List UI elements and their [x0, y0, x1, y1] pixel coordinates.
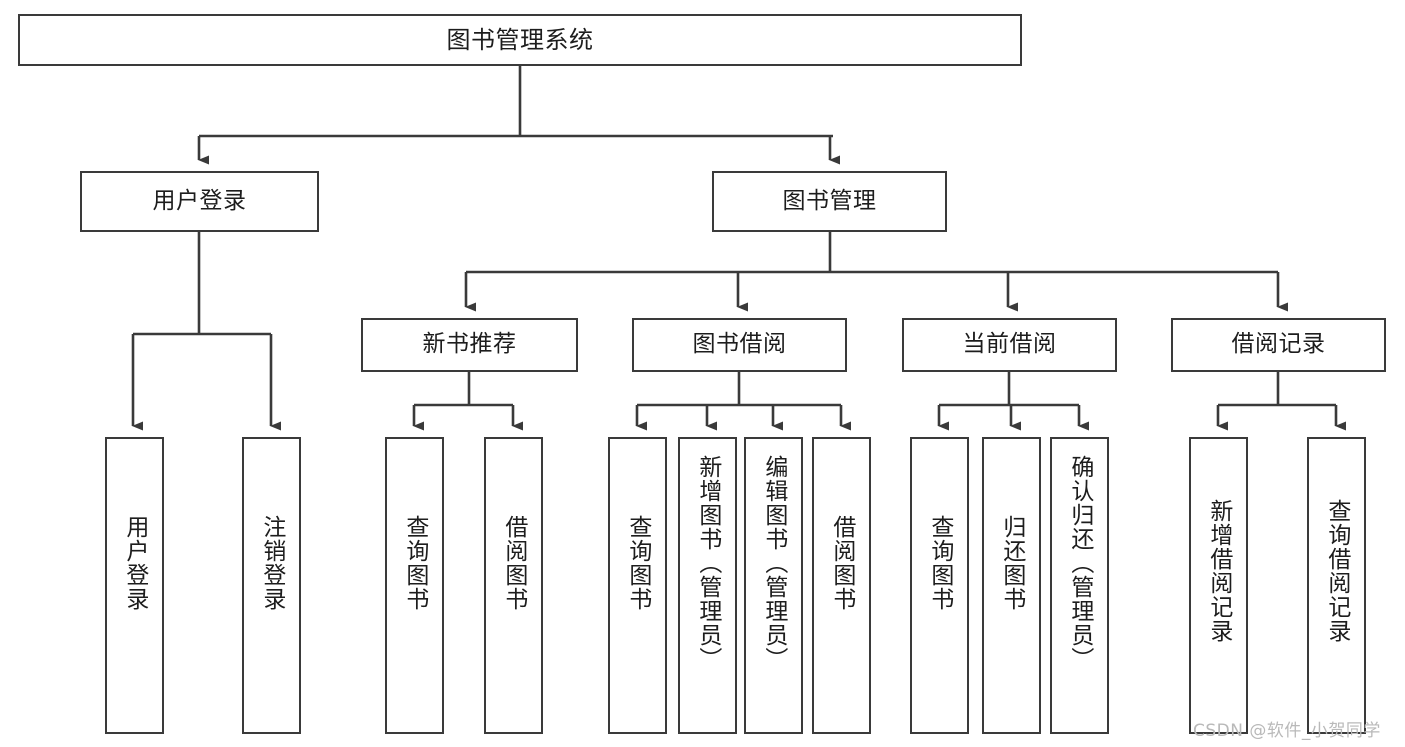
node-book-borrow[interactable]: 图书借阅	[632, 318, 847, 372]
node-current-borrow[interactable]: 当前借阅	[902, 318, 1117, 372]
node-new-book-recommend[interactable]: 新书推荐	[361, 318, 578, 372]
leaf-borrow-book[interactable]: 借阅图书	[812, 437, 871, 734]
node-user-login-label: 用户登录	[152, 187, 247, 214]
node-book-management-label: 图书管理	[782, 187, 877, 214]
node-root-label: 图书管理系统	[446, 25, 594, 54]
leaf-add-book-admin[interactable]: 新增图书（管理员）	[678, 437, 737, 734]
node-current-borrow-label: 当前借阅	[962, 331, 1057, 358]
leaf-label: 注销登录	[258, 515, 285, 611]
node-root[interactable]: 图书管理系统	[18, 14, 1022, 66]
leaf-label: 确认归还（管理员）	[1066, 455, 1093, 671]
node-book-management[interactable]: 图书管理	[712, 171, 947, 232]
leaf-logout[interactable]: 注销登录	[242, 437, 301, 734]
leaf-query-book-current[interactable]: 查询图书	[910, 437, 969, 734]
node-borrow-record[interactable]: 借阅记录	[1171, 318, 1386, 372]
leaf-label: 用户登录	[121, 515, 148, 611]
leaf-label: 查询图书	[926, 515, 953, 611]
leaf-label: 借阅图书	[500, 515, 527, 611]
leaf-label: 查询借阅记录	[1323, 499, 1350, 643]
leaf-label: 查询图书	[401, 515, 428, 611]
leaf-confirm-return-admin[interactable]: 确认归还（管理员）	[1050, 437, 1109, 734]
leaf-edit-book-admin[interactable]: 编辑图书（管理员）	[744, 437, 803, 734]
leaf-add-borrow-record[interactable]: 新增借阅记录	[1189, 437, 1248, 734]
leaf-label: 查询图书	[624, 515, 651, 611]
leaf-user-login[interactable]: 用户登录	[105, 437, 164, 734]
leaf-query-book[interactable]: 查询图书	[608, 437, 667, 734]
node-new-book-recommend-label: 新书推荐	[422, 331, 517, 358]
node-book-borrow-label: 图书借阅	[692, 331, 787, 358]
leaf-label: 归还图书	[998, 515, 1025, 611]
leaf-query-book-rec[interactable]: 查询图书	[385, 437, 444, 734]
leaf-label: 新增图书（管理员）	[694, 455, 721, 671]
leaf-label: 借阅图书	[828, 515, 855, 611]
leaf-borrow-book-rec[interactable]: 借阅图书	[484, 437, 543, 734]
csdn-watermark: CSDN @软件_小贺同学	[1193, 721, 1381, 741]
leaf-label: 编辑图书（管理员）	[760, 455, 787, 671]
leaf-return-book[interactable]: 归还图书	[982, 437, 1041, 734]
node-borrow-record-label: 借阅记录	[1231, 331, 1326, 358]
leaf-query-borrow-record[interactable]: 查询借阅记录	[1307, 437, 1366, 734]
leaf-label: 新增借阅记录	[1205, 499, 1232, 643]
node-user-login[interactable]: 用户登录	[80, 171, 319, 232]
